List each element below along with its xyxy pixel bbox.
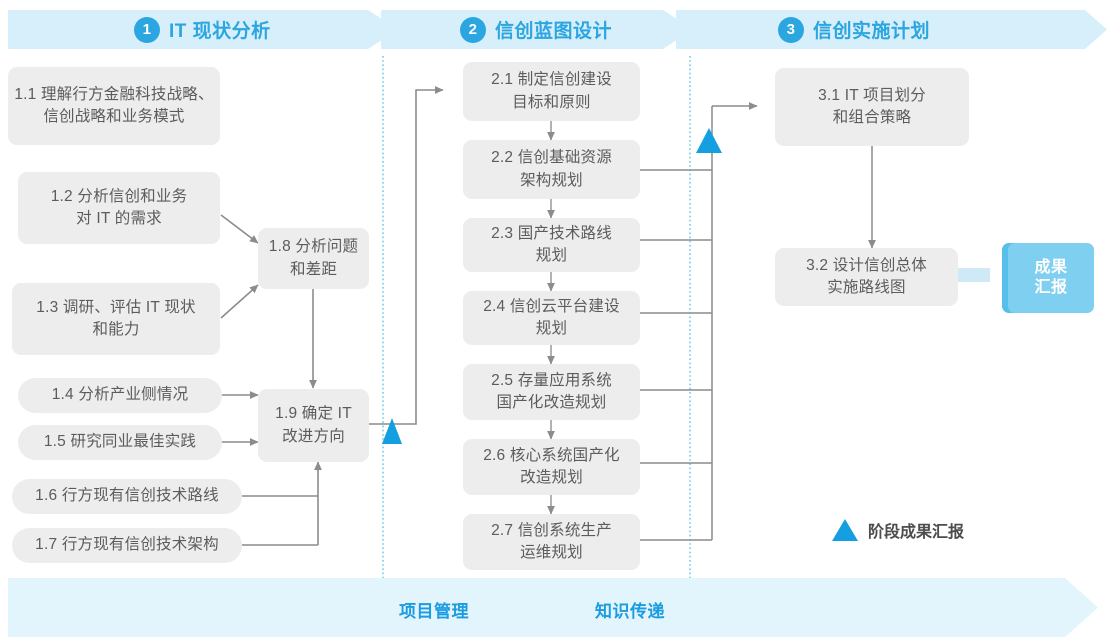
- stage-title-1: IT 现状分析: [169, 21, 271, 42]
- task-box-1-5[interactable]: 1.5 研究同业最佳实践: [18, 425, 222, 460]
- milestone-triangle-phase1: [382, 418, 402, 444]
- task-box-1-4[interactable]: 1.4 分析产业侧情况: [18, 378, 222, 413]
- stage-number-1: 1: [134, 16, 160, 43]
- task-box-2-3[interactable]: 2.3 国产技术路线 规划: [463, 218, 640, 272]
- stage-header-2[interactable]: 2 信创蓝图设计: [460, 16, 612, 43]
- stage-number-2: 2: [460, 16, 486, 43]
- footer-banner: [8, 578, 1098, 637]
- stage-header-3[interactable]: 3 信创实施计划: [778, 16, 930, 43]
- outcome-chip[interactable]: 成果 汇报: [1008, 243, 1094, 313]
- task-box-1-1[interactable]: 1.1 理解行方金融科技战略、 信创战略和业务模式: [8, 67, 220, 145]
- footer-label-knowledge-transfer[interactable]: 知识传递: [595, 602, 665, 621]
- task-box-3-2[interactable]: 3.2 设计信创总体 实施路线图: [775, 248, 958, 306]
- task-box-1-2[interactable]: 1.2 分析信创和业务 对 IT 的需求: [18, 172, 220, 244]
- task-box-2-7[interactable]: 2.7 信创系统生产 运维规划: [463, 514, 640, 570]
- task-box-2-5[interactable]: 2.5 存量应用系统 国产化改造规划: [463, 364, 640, 420]
- task-box-2-6[interactable]: 2.6 核心系统国产化 改造规划: [463, 439, 640, 495]
- task-box-2-2[interactable]: 2.2 信创基础资源 架构规划: [463, 140, 640, 199]
- stage-title-2: 信创蓝图设计: [495, 21, 613, 42]
- task-box-1-9[interactable]: 1.9 确定 IT 改进方向: [258, 389, 369, 462]
- legend-milestone: 阶段成果汇报: [832, 518, 964, 542]
- stage-header-1[interactable]: 1 IT 现状分析: [134, 16, 271, 43]
- task-box-2-1[interactable]: 2.1 制定信创建设 目标和原则: [463, 62, 640, 121]
- legend-label: 阶段成果汇报: [868, 524, 965, 541]
- task-box-1-7[interactable]: 1.7 行方现有信创技术架构: [12, 528, 242, 563]
- stage-number-3: 3: [778, 16, 804, 43]
- task-box-1-6[interactable]: 1.6 行方现有信创技术路线: [12, 479, 242, 514]
- task-box-1-3[interactable]: 1.3 调研、评估 IT 现状 和能力: [12, 283, 220, 355]
- milestone-triangle-phase2: [696, 128, 722, 153]
- stage-title-3: 信创实施计划: [813, 21, 931, 42]
- triangle-icon: [832, 519, 858, 541]
- task-box-1-8[interactable]: 1.8 分析问题 和差距: [258, 228, 369, 289]
- task-box-2-4[interactable]: 2.4 信创云平台建设 规划: [463, 291, 640, 345]
- task-box-3-1[interactable]: 3.1 IT 项目划分 和组合策略: [775, 68, 969, 146]
- footer-label-project-management[interactable]: 项目管理: [399, 602, 469, 621]
